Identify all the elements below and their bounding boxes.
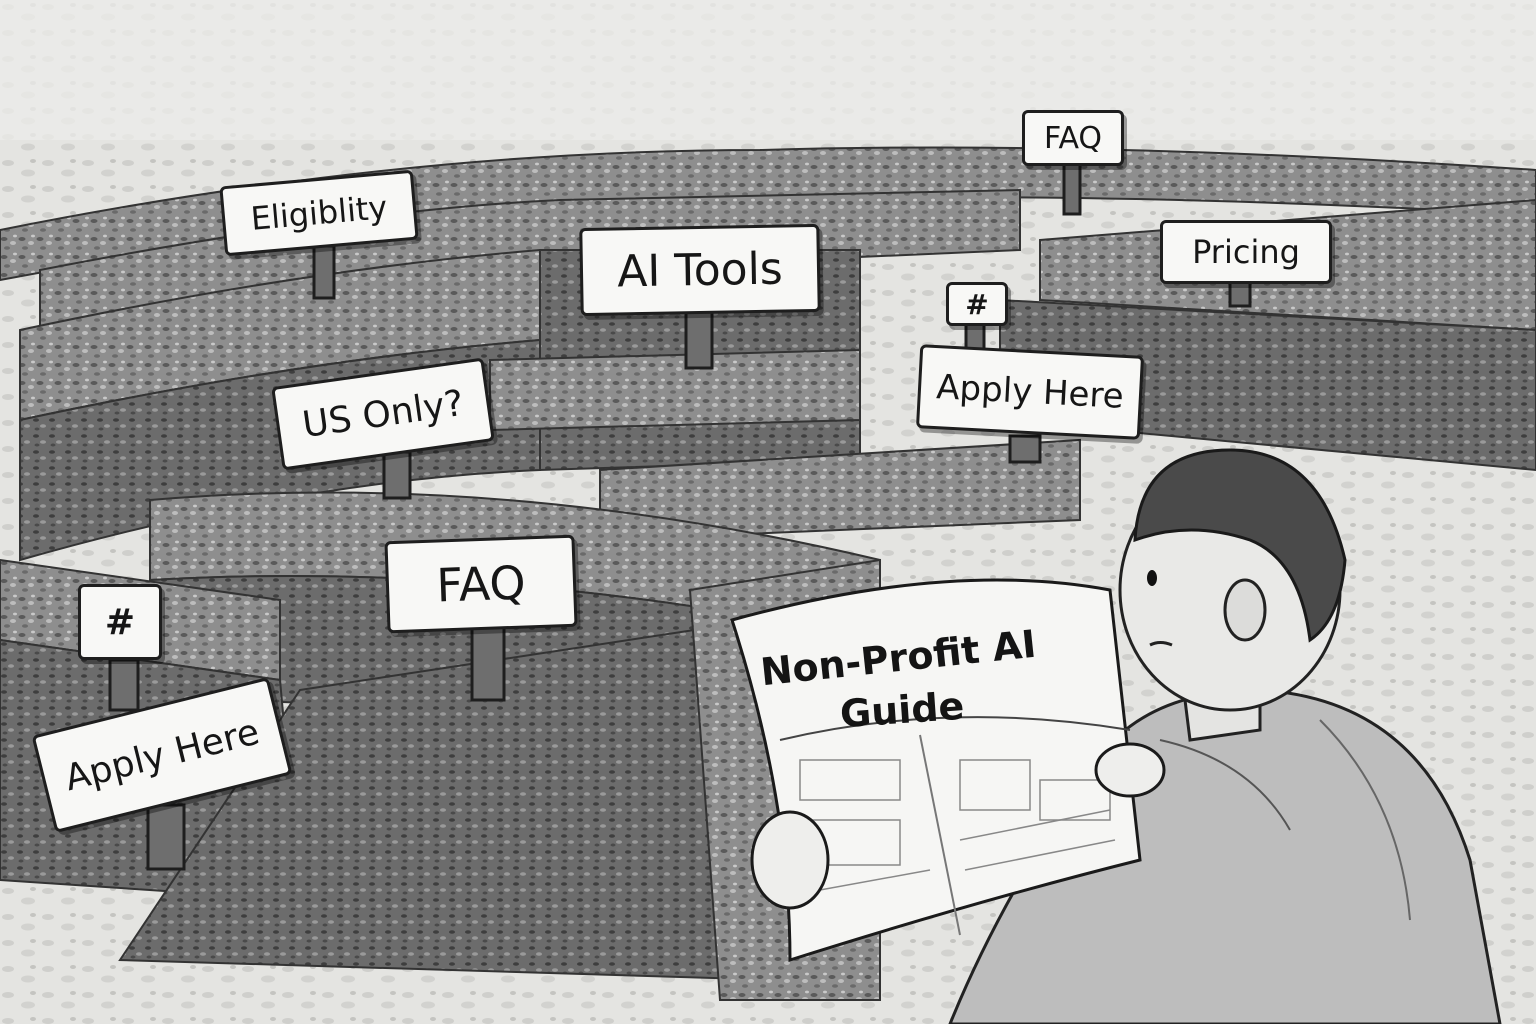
sign-hash-left: # (78, 584, 162, 660)
guide-title-line-2: Guide (838, 683, 966, 737)
sign-faq-top: FAQ (1022, 110, 1124, 166)
sign-faq-middle: FAQ (384, 534, 578, 634)
sign-hash-right: # (946, 282, 1008, 326)
sign-ai-tools: AI Tools (579, 223, 821, 317)
sign-apply-here-right: Apply Here (915, 344, 1145, 440)
sign-pricing: Pricing (1160, 220, 1332, 284)
